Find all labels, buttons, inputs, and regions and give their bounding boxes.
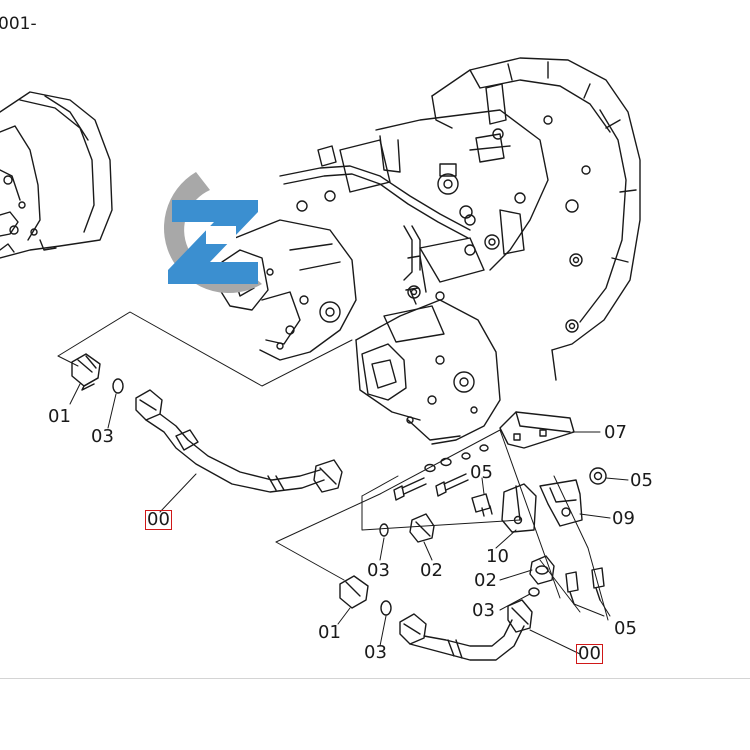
callout-label-highlighted: 00 [145,509,172,530]
callout-label-highlighted: 00 [576,643,603,664]
callout-label: 05 [470,462,493,483]
callout-label: 10 [486,546,509,567]
main-pump-assembly [219,57,641,445]
callout-label: 09 [612,508,635,529]
callout-label: 05 [630,470,653,491]
bracket-assembly [379,411,607,605]
callout-label: 07 [604,422,627,443]
footer-divider [0,678,750,679]
callout-label: 02 [420,560,443,581]
callout-label: 03 [367,560,390,581]
callout-label: 03 [364,642,387,663]
callout-label: 05 [614,618,637,639]
upper-hose-assembly [71,353,343,493]
sheet-code: 001- [0,14,37,34]
z-logo-watermark [163,172,262,294]
lower-hose-assembly [339,575,533,661]
callout-label: 03 [472,600,495,621]
callout-label: 03 [91,426,114,447]
leader-lines [57,311,609,621]
callout-label: 02 [474,570,497,591]
upper-left-component [0,91,113,259]
callout-label: 01 [48,406,71,427]
callout-leaders [69,383,629,655]
callout-label: 01 [318,622,341,643]
